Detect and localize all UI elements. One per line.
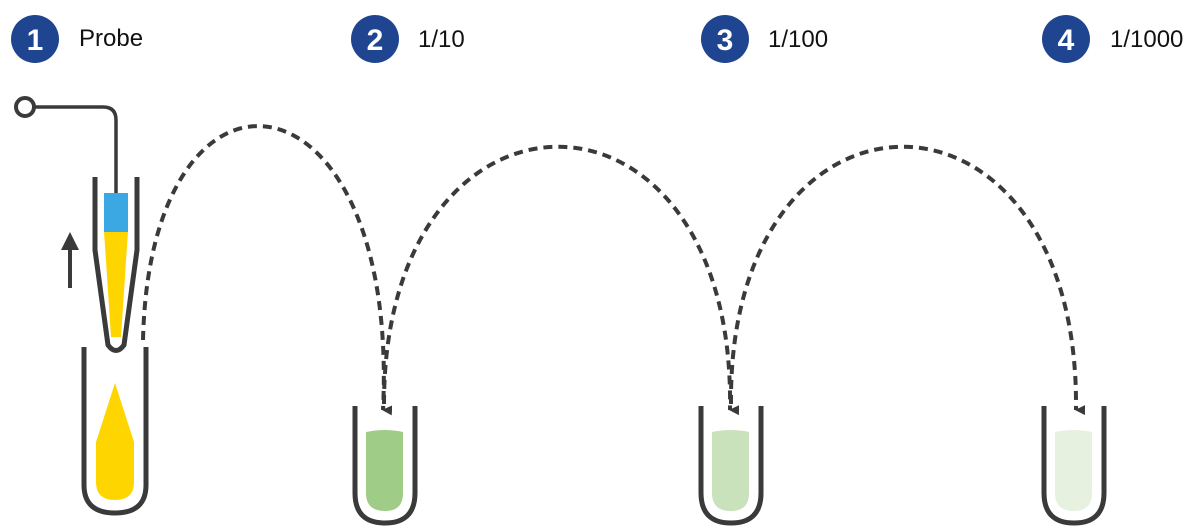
dashed-transfer-arrow-1: [141, 124, 393, 416]
tube-1-1000: [1041, 406, 1107, 526]
step-header-4: 4 1/1000: [1042, 15, 1183, 63]
probe-connector-ring: [14, 96, 36, 118]
tube-1-1000-outline: [1041, 406, 1107, 526]
step-header-2: 2 1/10: [351, 15, 465, 63]
liquid-1-1000: [1055, 430, 1092, 511]
tube-1-10-outline: [352, 406, 418, 526]
step-label-1-10: 1/10: [418, 26, 465, 53]
probe-icon: [14, 96, 118, 193]
step-badge-4: [1042, 15, 1090, 63]
step-number-3: 3: [717, 24, 734, 57]
probe-cable: [34, 105, 118, 193]
step-number-2: 2: [367, 24, 384, 57]
step-badge-2: [351, 15, 399, 63]
step-header-3: 3 1/100: [701, 15, 828, 63]
step-number-4: 4: [1058, 24, 1075, 57]
dashed-transfer-arrow-3: [728, 144, 1086, 416]
pipette-blue-band: [104, 193, 128, 232]
step-badge-1: [11, 15, 59, 63]
pipette-yellow-fill: [104, 232, 128, 337]
step-label-1-100: 1/100: [768, 26, 828, 53]
tube-1-100: [698, 406, 764, 526]
up-arrow-icon: [61, 232, 79, 288]
liquid-1-100: [712, 430, 749, 511]
step-label-probe: Probe: [79, 25, 143, 52]
step-badge-3: [701, 15, 749, 63]
tube-1-100-outline: [698, 406, 764, 526]
step-number-1: 1: [27, 24, 44, 57]
step-label-1-1000: 1/1000: [1110, 26, 1183, 53]
tube-sample-outline: [81, 347, 149, 516]
liquid-1-10: [366, 430, 403, 511]
pipette-outline: [92, 177, 140, 353]
pipette-tip: [92, 177, 140, 353]
dashed-transfer-arrow-2: [382, 144, 740, 416]
tube-1-10: [352, 406, 418, 526]
tube-sample: [81, 347, 149, 516]
sample-liquid: [96, 383, 134, 500]
step-header-1: 1 Probe: [11, 15, 143, 63]
